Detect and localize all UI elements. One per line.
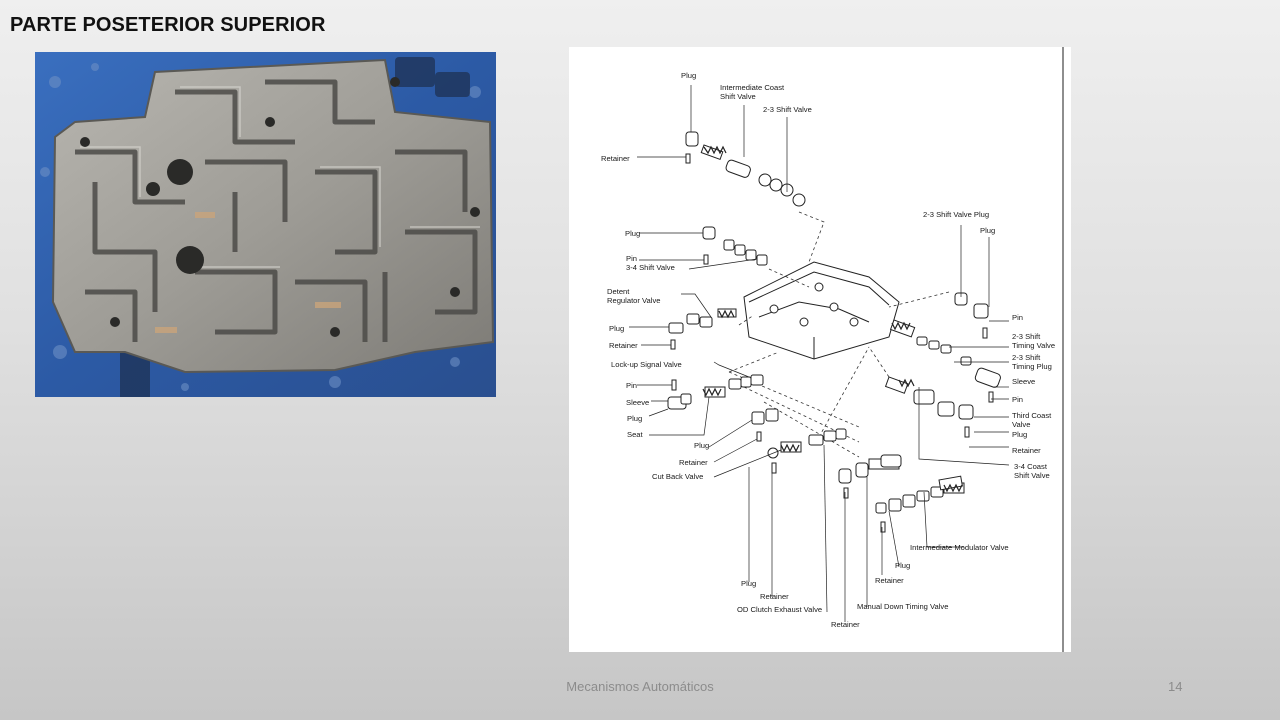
label-third-coast-2: Valve (1012, 420, 1030, 429)
label-3-4-coast-1: 3-4 Coast (1014, 462, 1048, 471)
label-retainer-right: Retainer (1012, 446, 1041, 455)
label-cut-back-valve: Cut Back Valve (652, 472, 703, 481)
label-intermediate-coast-1: Intermediate Coast (720, 83, 785, 92)
label-plug-top: Plug (681, 71, 696, 80)
label-detent-2: Regulator Valve (607, 296, 660, 305)
label-seat: Seat (627, 430, 644, 439)
label-pin-left-2: Pin (626, 381, 637, 390)
label-timing-plug-2: Timing Plug (1012, 362, 1052, 371)
page-number: 14 (1168, 679, 1183, 694)
label-third-coast-1: Third Coast (1012, 411, 1052, 420)
label-sleeve-left: Sleeve (626, 398, 649, 407)
label-2-3-shift-valve-plug: 2-3 Shift Valve Plug (923, 210, 989, 219)
valve-body-photo (35, 52, 496, 397)
label-timing-valve-2: Timing Valve (1012, 341, 1055, 350)
label-plug-left-2: Plug (609, 324, 624, 333)
label-retainer-left-1: Retainer (609, 341, 638, 350)
label-od-clutch-exhaust: OD Clutch Exhaust Valve (737, 605, 822, 614)
label-3-4-shift-valve: 3-4 Shift Valve (626, 263, 675, 272)
label-timing-plug-1: 2-3 Shift (1012, 353, 1041, 362)
label-2-3-shift-valve: 2-3 Shift Valve (763, 105, 812, 114)
label-retainer-bottom-1: Retainer (875, 576, 904, 585)
label-plug-mid: Plug (694, 441, 709, 450)
label-pin-left-1: Pin (626, 254, 637, 263)
label-pin-right-1: Pin (1012, 313, 1023, 322)
label-retainer-bottom-3: Retainer (831, 620, 860, 629)
label-plug-right-top: Plug (980, 226, 995, 235)
label-detent-1: Detent (607, 287, 630, 296)
label-manual-down-timing: Manual Down Timing Valve (857, 602, 948, 611)
label-intermediate-coast-2: Shift Valve (720, 92, 756, 101)
label-plug-bottom-1: Plug (895, 561, 910, 570)
label-pin-right-2: Pin (1012, 395, 1023, 404)
valve-body-drawing (743, 261, 900, 360)
label-plug-left-3: Plug (627, 414, 642, 423)
label-plug-bottom-2: Plug (741, 579, 756, 588)
label-plug-left-1: Plug (625, 229, 640, 238)
label-sleeve-right: Sleeve (1012, 377, 1035, 386)
label-plug-right-2: Plug (1012, 430, 1027, 439)
footer-course-name: Mecanismos Automáticos (566, 679, 714, 694)
slide-title: PARTE POSETERIOR SUPERIOR (10, 14, 326, 36)
label-retainer-mid: Retainer (679, 458, 708, 467)
label-lockup-signal-valve: Lock-up Signal Valve (611, 360, 682, 369)
label-retainer-top: Retainer (601, 154, 630, 163)
label-3-4-coast-2: Shift Valve (1014, 471, 1050, 480)
label-retainer-bottom-2: Retainer (760, 592, 789, 601)
label-intermediate-modulator: Intermediate Modulator Valve (910, 543, 1009, 552)
label-timing-valve-1: 2-3 Shift (1012, 332, 1041, 341)
valve-exploded-diagram: Plug Intermediate Coast Shift Valve 2-3 … (569, 47, 1071, 652)
